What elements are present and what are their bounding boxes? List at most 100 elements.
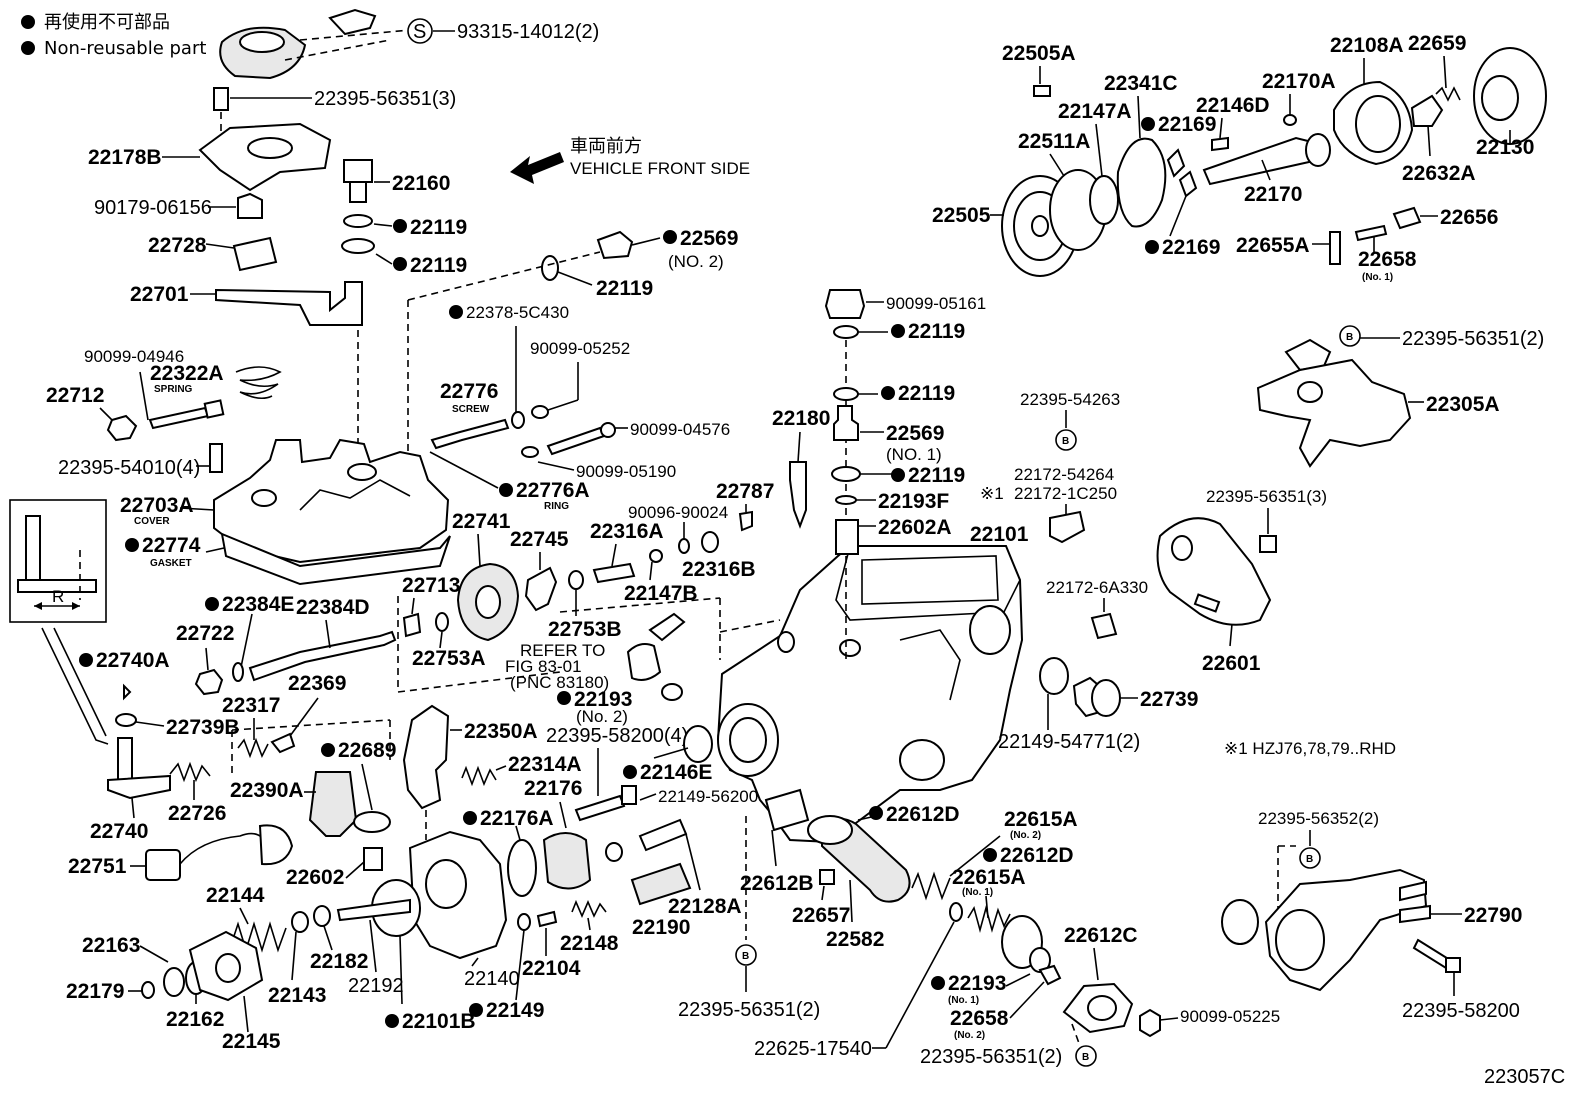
non-reusable-dot-icon <box>663 230 677 244</box>
label-22505: 22505 <box>932 204 991 227</box>
cap-22176-part <box>542 832 592 890</box>
label-22314A: 22314A <box>508 753 582 776</box>
part-22656 <box>1392 206 1422 230</box>
label-22128A: 22128A <box>668 895 742 918</box>
pump-body: 22101 <box>716 340 1029 844</box>
label-22739B: 22739B <box>166 716 240 739</box>
wire-harness <box>179 832 269 865</box>
front-arrow-icon <box>510 152 564 184</box>
non-reusable-dot-icon <box>557 691 571 705</box>
label-22728: 22728 <box>148 234 207 257</box>
plate-slot <box>1193 593 1221 613</box>
body-bore <box>1275 909 1325 971</box>
label-90099-04576: 90099-04576 <box>630 420 730 439</box>
part-22369 <box>270 732 296 754</box>
label-22395-54263: 22395-54263 <box>1020 390 1120 409</box>
bolt-22104-part <box>536 910 558 928</box>
head-bore <box>425 859 467 909</box>
cover-screws: 22378-5C430 90099-05252 22776 SCREW 9009… <box>429 303 730 512</box>
legend-en: Non-reusable part <box>44 38 206 59</box>
label-22305A: 22305A <box>1426 393 1500 416</box>
label-cover: COVER <box>134 516 170 527</box>
label-22703A: 22703A <box>120 494 194 517</box>
cover-hole <box>1087 995 1117 1021</box>
label-22390A: 22390A <box>230 779 304 802</box>
refer-line3: (PNC 83180) <box>510 673 609 692</box>
label-22602A: 22602A <box>878 516 952 539</box>
housing-edge <box>835 545 1021 621</box>
b-marker-icon <box>1339 325 1361 347</box>
pin-part <box>123 683 132 701</box>
non-reusable-dot-icon <box>393 219 407 233</box>
valve-parts: 22350A 22314A <box>402 704 582 840</box>
label-22147B: 22147B <box>624 582 698 605</box>
washer-22163-part <box>163 967 185 997</box>
label-22726: 22726 <box>168 802 226 825</box>
label-22149-54771: 22149-54771(2) <box>998 731 1140 753</box>
bolt-90099-04946-part <box>148 406 210 430</box>
housing-hole <box>777 631 795 653</box>
bolt-head-part <box>1445 957 1461 973</box>
cover-rib <box>299 479 411 511</box>
cover-hole <box>251 489 277 507</box>
washer-part <box>521 446 539 458</box>
label-22745: 22745 <box>510 528 569 551</box>
label-22119c: 22119 <box>596 277 653 300</box>
label-22193: 22193 <box>574 688 632 711</box>
shaft-22384D-part <box>248 630 397 682</box>
label-22602: 22602 <box>286 866 344 889</box>
label-22740A: 22740A <box>96 649 170 672</box>
housing-bore <box>1355 95 1401 153</box>
label-22147A: 22147A <box>1058 100 1132 123</box>
label-22753B: 22753B <box>548 618 622 641</box>
label-ring: RING <box>544 501 569 512</box>
label-90099-05161: 90099-05161 <box>886 294 986 313</box>
label-22656: 22656 <box>1440 206 1498 229</box>
label-22101B: 22101B <box>402 1010 476 1033</box>
inset-leader <box>53 627 107 737</box>
label-22140: 22140 <box>464 968 520 990</box>
filter-22602-part <box>363 847 383 871</box>
washer-part <box>517 913 531 931</box>
plate-22728-part <box>232 236 278 272</box>
solenoid-parts: 22689 22390A 22602 22751 <box>68 739 396 889</box>
filter-22602A-part <box>835 519 859 555</box>
label-no2a: (NO. 2) <box>668 252 724 271</box>
plate-22172-6A330-part <box>1090 612 1118 640</box>
plate-hole <box>1171 535 1193 561</box>
b-marker-icon <box>1055 429 1077 451</box>
seal-22149-54771-part <box>1039 657 1069 695</box>
label-22170A: 22170A <box>1262 70 1336 93</box>
label-22163: 22163 <box>82 934 140 957</box>
label-22178B: 22178B <box>88 146 162 169</box>
bushing-22316B-part <box>701 531 719 553</box>
fitting-22128A-part <box>638 818 688 852</box>
b-marker-icon <box>1075 1045 1097 1067</box>
pipe-part <box>1399 880 1427 902</box>
label-22101: 22101 <box>970 523 1029 546</box>
inset-rod <box>25 515 41 581</box>
label-22108A: 22108A <box>1330 34 1404 57</box>
cap-part <box>258 824 294 866</box>
label-22148: 22148 <box>560 932 619 955</box>
label-22162: 22162 <box>166 1008 224 1031</box>
label-22378-5C430: 22378-5C430 <box>466 303 569 322</box>
cap-90099-05161-part <box>824 289 866 319</box>
label-22601: 22601 <box>1202 652 1261 675</box>
housing-flange <box>899 739 945 781</box>
spring-22144-part <box>231 921 287 953</box>
fitting-pipe-part <box>648 612 686 642</box>
label-90099-04946: 90099-04946 <box>84 347 184 366</box>
label-22774: 22774 <box>142 534 201 557</box>
non-reusable-dot-icon <box>393 257 407 271</box>
label-22384D: 22384D <box>296 596 370 619</box>
label-22160: 22160 <box>392 172 450 195</box>
plate-22740-part <box>107 774 171 800</box>
refer-line1: REFER TO <box>520 641 605 660</box>
label-22130: 22130 <box>1476 136 1534 159</box>
b-marker-icon <box>1299 847 1321 869</box>
label-22322A: 22322A <box>150 362 224 385</box>
bracket-hole <box>247 137 293 159</box>
label-22612C: 22612C <box>1064 924 1138 947</box>
